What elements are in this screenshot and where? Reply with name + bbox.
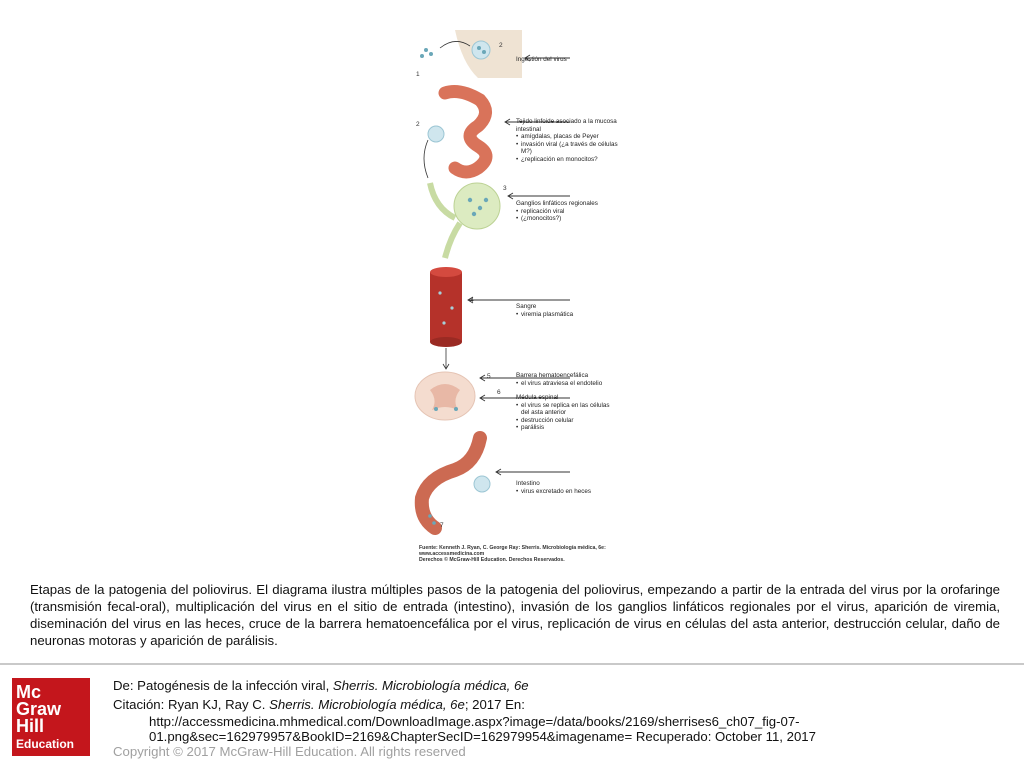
label-item: virus excretado en heces — [516, 488, 591, 496]
source-line: De: Patogénesis de la infección viral, S… — [113, 678, 529, 693]
label-item: destrucción celular — [516, 417, 616, 425]
label-item: parálisis — [516, 424, 616, 432]
label-title: Médula espinal — [516, 394, 559, 401]
label-lymph-nodes: Ganglios linfáticos regionales replicaci… — [516, 200, 598, 223]
step-number-1: 1 — [416, 71, 420, 78]
label-ingestion: Ingestión del virus — [516, 56, 567, 64]
step-number-2b: 2 — [416, 121, 420, 128]
step-number-2a: 2 — [499, 42, 503, 49]
ingestion-illustration — [420, 30, 522, 78]
step-number-5: 5 — [487, 373, 491, 380]
source-line-2: www.accessmedicina.com — [419, 551, 485, 557]
label-blood-brain-barrier: Barrera hematoencefálica el virus atravi… — [516, 372, 602, 387]
label-item: viremia plasmática — [516, 311, 573, 319]
citation-url-line-1[interactable]: http://accessmedicina.mhmedical.com/Down… — [149, 714, 800, 729]
mcgraw-hill-logo: Mc Graw Hill Education — [12, 678, 90, 756]
step-number-3: 3 — [503, 185, 507, 192]
label-item: invasión viral (¿a través de células M?) — [516, 141, 626, 156]
spinal-cord-illustration — [414, 371, 476, 421]
label-blood: Sangre viremia plasmática — [516, 303, 573, 318]
source-line-1: Fuente: Kenneth J. Ryan, C. George Ray: … — [419, 545, 606, 551]
source-line-3: Derechos © McGraw-Hill Education. Derech… — [419, 557, 565, 563]
label-item: ¿replicación en monocitos? — [516, 156, 626, 164]
copyright-notice: Copyright © 2017 McGraw-Hill Education. … — [113, 744, 466, 759]
step-number-4: 4 — [470, 297, 474, 304]
label-title: Barrera hematoencefálica — [516, 372, 589, 379]
label-intestinal-mucosa: Tejido linfoide asociado a la mucosa int… — [516, 118, 626, 164]
label-intestine: Intestino virus excretado en heces — [516, 480, 591, 495]
label-arrows — [467, 54, 570, 476]
intestine-mucosa-illustration — [423, 85, 493, 179]
citation-footer: De: Patogénesis de la infección viral, S… — [113, 676, 816, 744]
label-item: el virus atraviesa el endotelio — [516, 380, 602, 388]
label-title: Intestino — [516, 480, 540, 487]
poliovirus-pathogenesis-figure — [414, 30, 570, 535]
label-item: replicación viral — [516, 208, 598, 216]
citation-url-line-2[interactable]: 01.png&sec=162979957&BookID=2169&Chapter… — [149, 729, 816, 744]
step-number-7: 7 — [440, 522, 444, 529]
colon-illustration — [414, 431, 491, 535]
step-number-6: 6 — [497, 389, 501, 396]
label-item: (¿monocitos?) — [516, 215, 598, 223]
blood-vessel-illustration — [430, 267, 462, 370]
label-item: el virus se replica en las células del a… — [516, 402, 616, 417]
figure-source: Fuente: Kenneth J. Ryan, C. George Ray: … — [419, 545, 606, 563]
label-title: Ingestión del virus — [516, 56, 567, 63]
figure-caption: Etapas de la patogenia del poliovirus. E… — [30, 582, 1000, 648]
label-spinal-cord: Médula espinal el virus se replica en la… — [516, 394, 616, 432]
lymph-node-illustration — [427, 182, 501, 259]
divider — [0, 663, 1024, 665]
label-title: Tejido linfoide asociado a la mucosa int… — [516, 118, 617, 133]
label-title: Ganglios linfáticos regionales — [516, 200, 598, 207]
label-title: Sangre — [516, 303, 537, 310]
citation-line: Citación: Ryan KJ, Ray C. Sherris. Micro… — [113, 697, 525, 712]
label-item: amígdalas, placas de Peyer — [516, 133, 626, 141]
